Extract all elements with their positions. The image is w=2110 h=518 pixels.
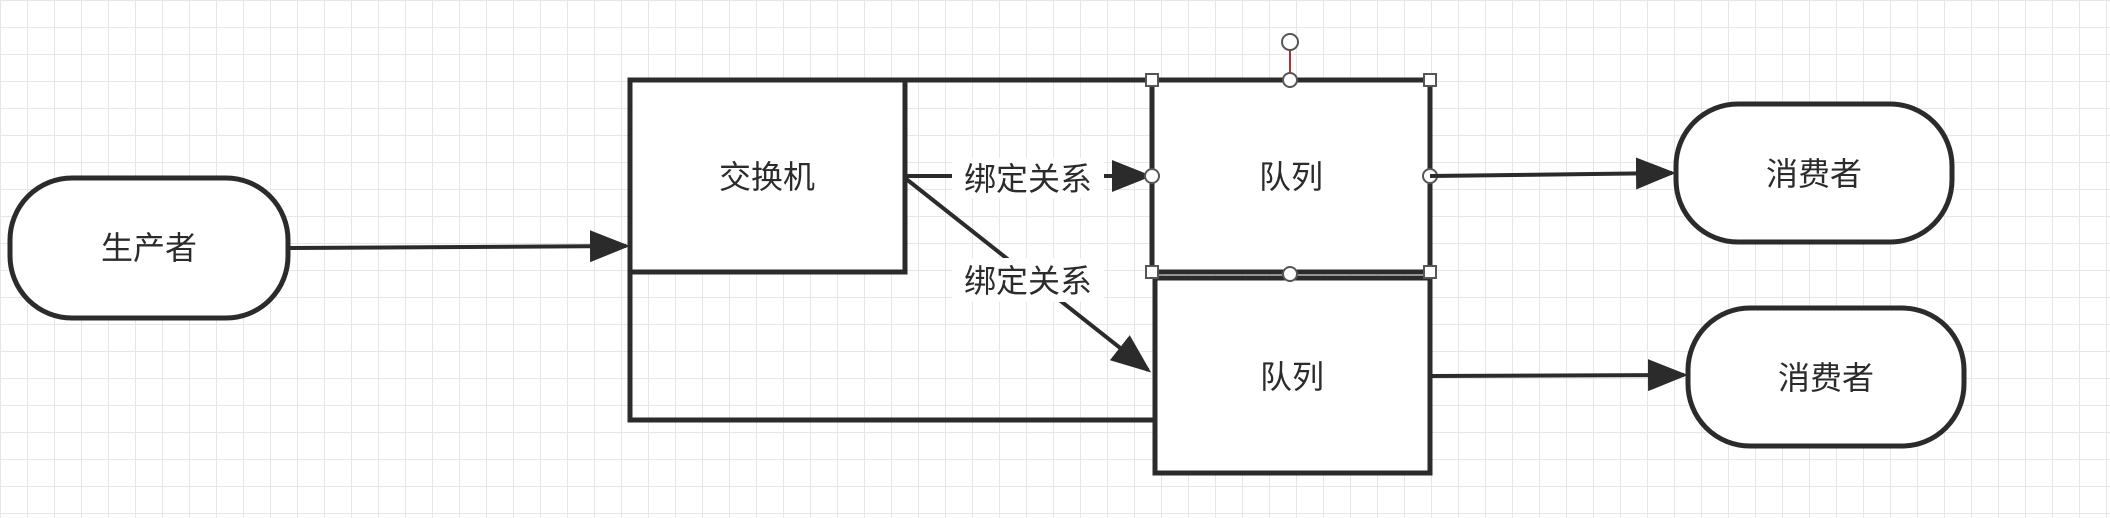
edge-label-bg-2	[952, 258, 1104, 302]
selection-handles[interactable]	[1144, 33, 1438, 282]
edge-queue-1-consumer-1[interactable]	[1429, 157, 1676, 190]
connect-point-bottom[interactable]	[1282, 266, 1298, 282]
edge-producer-exchange[interactable]	[289, 230, 630, 263]
producer-node[interactable]: 生产者	[7, 175, 291, 321]
connect-point-top[interactable]	[1282, 72, 1298, 88]
connect-point-left[interactable]	[1144, 168, 1160, 184]
edge-queue-2-consumer-2[interactable]	[1431, 359, 1688, 392]
resize-handle-sw[interactable]	[1145, 265, 1159, 279]
queue-1-node[interactable]: 队列	[1149, 77, 1433, 275]
consumer-2-node[interactable]: 消费者	[1685, 305, 1967, 449]
queue-1-label: 队列	[1259, 158, 1323, 196]
resize-handle-ne[interactable]	[1423, 73, 1437, 87]
binding-label-2: 绑定关系	[964, 262, 1092, 300]
queue-2-label: 队列	[1260, 358, 1324, 396]
exchange-node[interactable]: 交换机	[627, 77, 908, 275]
rotate-handle[interactable]	[1281, 33, 1299, 51]
resize-handle-nw[interactable]	[1145, 73, 1159, 87]
edge-label-bg-1	[952, 158, 1104, 198]
resize-handle-se[interactable]	[1423, 265, 1437, 279]
consumer-2-label: 消费者	[1778, 359, 1874, 397]
queue-2-node[interactable]: 队列	[1152, 275, 1433, 476]
binding-label-1: 绑定关系	[964, 160, 1092, 198]
exchange-label: 交换机	[719, 158, 815, 196]
producer-label: 生产者	[101, 229, 197, 267]
consumer-1-node[interactable]: 消费者	[1673, 101, 1955, 245]
consumer-1-label: 消费者	[1766, 155, 1862, 193]
